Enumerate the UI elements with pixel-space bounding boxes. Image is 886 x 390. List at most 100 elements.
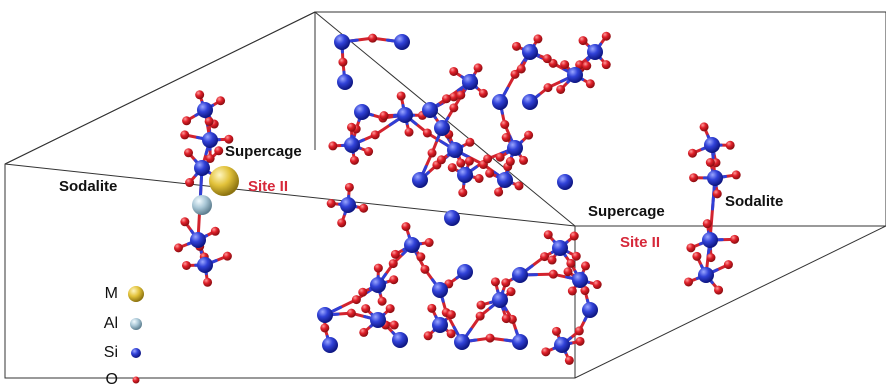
oxygen-atom [495,152,505,162]
silicon-atom [698,267,714,283]
oxygen-atom [364,147,374,157]
silicon-atom [507,140,523,156]
oxygen-atom [446,310,456,320]
silicon-atom [337,74,353,90]
oxygen-atom [195,90,205,100]
oxygen-atom [516,64,526,74]
oxygen-atom [556,84,566,94]
oxygen-atom [416,252,426,262]
oxygen-atom [368,33,378,43]
oxygen-atom [731,170,741,180]
oxygen-atom [686,243,696,253]
oxygen-atom [706,253,716,263]
si-atom-swatch [131,348,141,358]
sodalite-label-right: Sodalite [725,193,784,210]
oxygen-atom [216,96,226,106]
oxygen-atom [359,203,369,213]
oxygen-atom [592,280,602,290]
silicon-atom [447,142,463,158]
oxygen-atom [396,91,406,101]
oxygen-atom [501,314,511,324]
oxygen-atom [204,116,214,126]
oxygen-atom [427,148,437,158]
silicon-atom [412,172,428,188]
silicon-atom [454,334,470,350]
silicon-atom [457,167,473,183]
silicon-atom [707,170,723,186]
oxygen-atom [424,238,434,248]
silicon-atom [422,102,438,118]
silicon-atom [340,197,356,213]
silicon-atom [190,232,206,248]
supercage-label-left: Supercage [225,143,302,160]
legend-item-al: Al [78,314,146,334]
oxygen-atom [337,218,347,228]
silicon-atom [587,44,603,60]
oxygen-atom [338,57,348,67]
oxygen-atom [730,234,740,244]
oxygen-atom [699,122,709,132]
oxygen-atom [456,158,466,168]
silicon-atom [322,337,338,353]
oxygen-atom [585,79,595,89]
oxygen-atom [578,36,588,46]
oxygen-atom [714,285,724,295]
silicon-atom [512,334,528,350]
silicon-atom [702,232,718,248]
oxygen-atom [500,120,510,130]
oxygen-atom [575,60,585,70]
oxygen-atom [483,154,493,164]
oxygen-atom [389,275,399,285]
oxygen-atom [449,92,459,102]
oxygen-atom [182,116,192,126]
oxygen-atom [542,54,552,64]
oxygen-atom [514,181,524,191]
legend-item-o: O [78,370,146,390]
legend-label-si: Si [103,344,118,361]
framework-atoms [173,31,741,365]
oxygen-atom [427,303,437,313]
oxygen-atom [420,264,430,274]
oxygen-atom [379,111,389,121]
oxygen-atom [601,60,611,70]
oxygen-atom [702,219,712,229]
aluminum-atom [192,195,212,215]
silicon-atom [202,132,218,148]
silicon-atom [197,102,213,118]
oxygen-atom [582,61,592,71]
oxygen-atom [446,329,456,339]
oxygen-atom [563,267,573,277]
oxygen-atom [564,355,574,365]
legend-label-al: Al [103,315,118,332]
oxygen-atom [180,217,190,227]
silicon-atom [334,34,350,50]
site-ii-label-left: Site II [248,178,289,195]
oxygen-atom [540,252,550,262]
oxygen-atom [456,90,466,100]
silicon-atom [554,337,570,353]
oxygen-atom [344,182,354,192]
oxygen-atom [478,88,488,98]
supercage-label-right: Supercage [588,203,665,220]
oxygen-atom [180,130,190,140]
silicon-atom [492,94,508,110]
oxygen-atom [222,251,232,261]
oxygen-atom [575,336,585,346]
oxygen-atom [349,155,359,165]
silicon-atom [344,137,360,153]
oxygen-atom [543,83,553,93]
oxygen-atom [351,295,361,305]
silicon-atom [370,277,386,293]
oxygen-atom [449,66,459,76]
oxygen-atom [458,188,468,198]
oxygen-atom [388,259,398,269]
silicon-atom [317,307,333,323]
silicon-atom [394,34,410,50]
oxygen-atom [173,243,183,253]
oxygen-atom [543,230,553,240]
oxygen-atom [370,130,380,140]
sodalite-label-left: Sodalite [59,178,118,195]
oxygen-atom [566,258,576,268]
oxygen-atom [475,311,485,321]
silicon-atom [404,237,420,253]
